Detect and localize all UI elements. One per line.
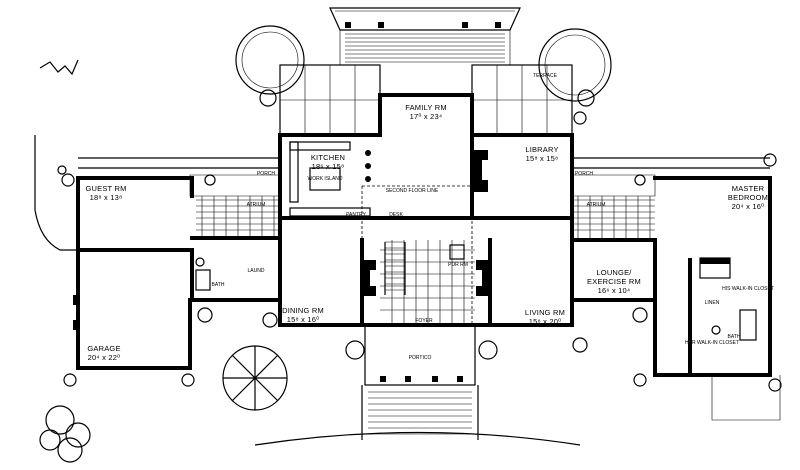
living-room-dims: 15⁸ x 20⁰ [528,317,562,326]
kitchen-label: KITCHEN 18⁶ x 15⁸ [311,153,345,171]
foyer-label: FOYER [415,318,433,324]
atrium-right-label: ATRIUM [586,202,606,208]
terrace-label: TERRACE [533,73,557,79]
linen-label: LINEN [704,300,720,306]
fireplaces [362,150,731,296]
atrium-grids [196,196,655,238]
guest-room-name: GUEST RM [85,184,127,193]
tree-lower [222,345,288,411]
garage-name: GARAGE [87,344,121,353]
kitchen-name: KITCHEN [310,153,346,162]
pantry-label: PANTRY [346,212,366,218]
lounge-label: LOUNGE/ EXERCISE RM 16⁶ x 10⁴ [587,268,641,295]
family-room-label: FAMILY RM 17⁰ x 23⁴ [405,103,447,121]
living-room-label: LIVING RM 15⁸ x 20⁰ [525,308,565,326]
shrub-outline [39,59,79,76]
work-island-label: WORK ISLAND [307,176,343,182]
family-room-name: FAMILY RM [405,103,447,112]
second-floor-line [361,185,473,325]
stairs [384,241,406,295]
his-closet-label: HIS WALK-IN CLOSET [722,286,774,292]
family-room-dims: 17⁰ x 23⁴ [409,112,443,121]
shrubs-bottom-left [39,405,91,463]
guest-room-dims: 18⁸ x 13⁸ [89,193,123,202]
master-bedroom-dims: 20⁴ x 16⁰ [731,202,765,211]
terrace [279,64,573,136]
living-room-name: LIVING RM [524,308,566,317]
second-floor-line-label: SECOND FLOOR LINE [385,188,439,194]
garage-label: GARAGE 20⁴ x 22⁰ [87,344,120,362]
portico [254,324,581,446]
library-dims: 15⁸ x 15⁸ [525,154,559,163]
bath-fixtures [195,244,757,341]
walls [76,93,772,377]
guest-room-label: GUEST RM 18⁸ x 13⁸ [85,184,126,202]
master-bedroom-name: MASTER [731,184,765,193]
her-closet-label: HER WALK-IN CLOSET [685,340,739,346]
master-bedroom-name-2: BEDROOM [727,193,769,202]
dining-room-name: DINING RM [282,306,324,315]
portico-label: PORTICO [408,355,432,361]
desk-label: DESK [389,212,403,218]
bath-left-label: BATH [211,282,225,288]
trees-top [57,25,777,187]
powder-room-label: PDR RM [448,262,468,268]
lounge-name: LOUNGE/ [596,268,632,277]
laundry-label: LAUND [247,268,265,274]
right-garden-edge [711,375,781,421]
foyer-grid [380,240,475,325]
dining-room-dims: 15⁸ x 16⁰ [286,315,320,324]
kitchen-dims: 18⁶ x 15⁸ [311,162,345,171]
kitchen-fixtures [289,141,371,217]
porch-right-label: PORCH [574,171,594,177]
atrium-left-label: ATRIUM [246,202,266,208]
bath-right-label: BATH [727,334,741,340]
library-name: LIBRARY [525,145,559,154]
garage-dims: 20⁴ x 22⁰ [87,353,121,362]
shrubs [63,174,782,392]
porch-left-label: PORCH [256,171,276,177]
library-label: LIBRARY 15⁸ x 15⁸ [525,145,558,163]
garage-doors [73,295,77,330]
dining-room-label: DINING RM 15⁸ x 16⁰ [282,306,324,324]
lounge-name-2: EXERCISE RM [587,277,641,286]
top-planter [329,7,521,65]
drive-curve [34,135,78,251]
master-bedroom-label: MASTER BEDROOM 20⁴ x 16⁰ [728,184,768,211]
lounge-dims: 16⁶ x 10⁴ [597,286,631,295]
